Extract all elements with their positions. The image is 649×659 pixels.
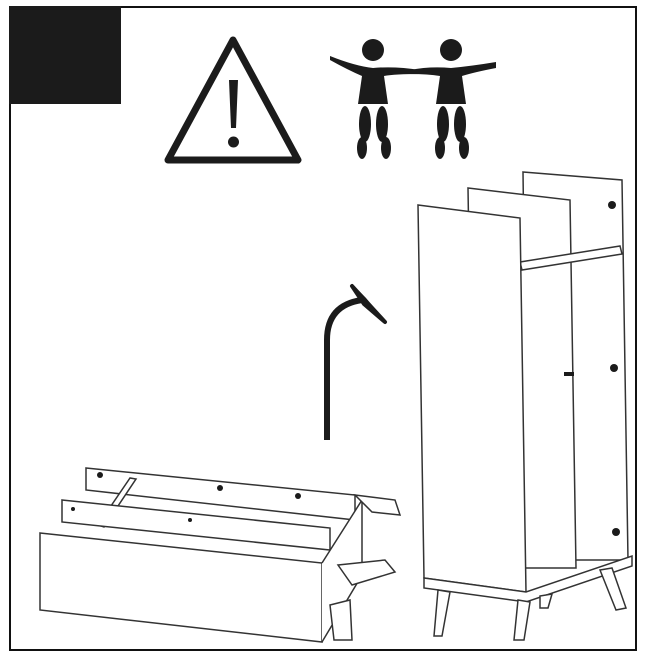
wardrobe-standing-drawing xyxy=(417,171,633,641)
warning-triangle-icon xyxy=(164,36,302,164)
wardrobe-lying-drawing xyxy=(39,467,402,643)
step-number-badge xyxy=(9,6,121,104)
two-people-icon xyxy=(330,39,496,159)
rotate-arrow-icon xyxy=(324,284,387,440)
